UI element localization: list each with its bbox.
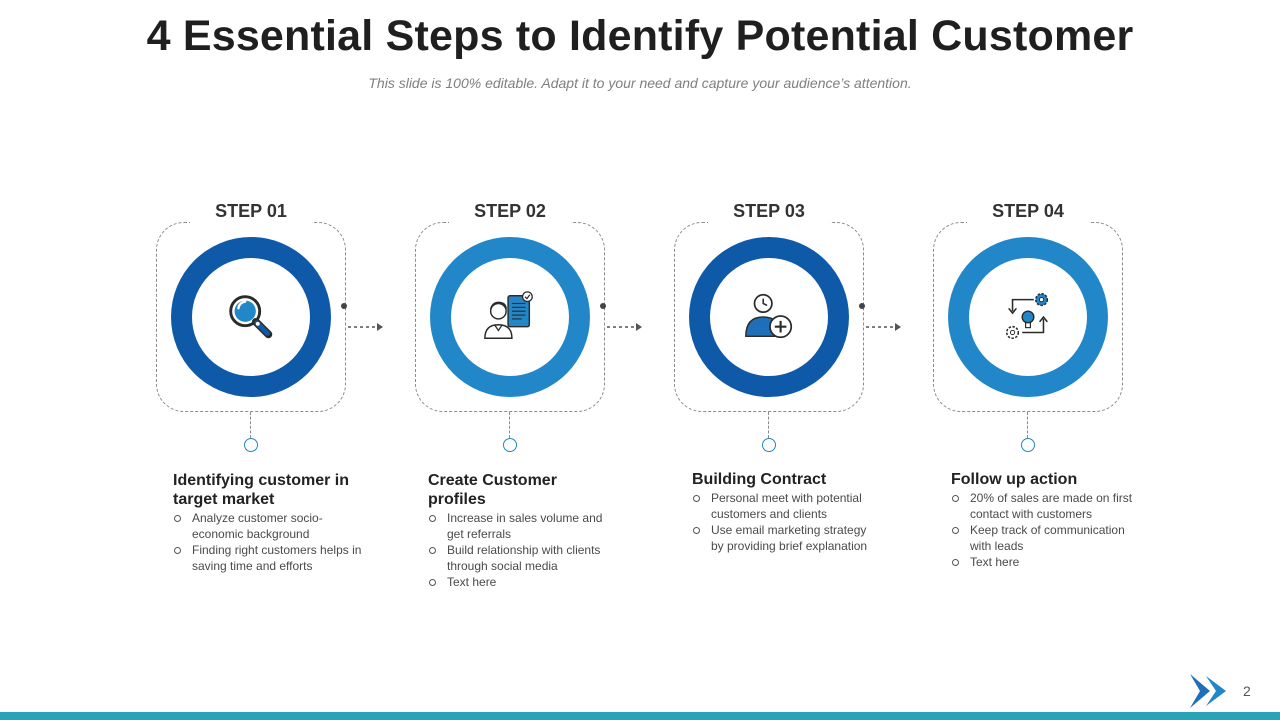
step-02-connector-dot bbox=[600, 303, 606, 309]
step-01-description: Identifying customer in target market An… bbox=[173, 471, 363, 574]
list-item: Personal meet with potential customers a… bbox=[692, 490, 872, 522]
step-04: STEP 04 bbox=[933, 0, 1173, 720]
chevron-logo-icon bbox=[1190, 674, 1226, 708]
step-01-marker bbox=[244, 438, 258, 452]
step-04-marker bbox=[1021, 438, 1035, 452]
step-04-vertical-connector bbox=[1027, 412, 1028, 438]
step-01-connector-dot bbox=[341, 303, 347, 309]
step-01-ring bbox=[171, 237, 331, 397]
step-03-vertical-connector bbox=[768, 412, 769, 438]
slide-subtitle: This slide is 100% editable. Adapt it to… bbox=[368, 75, 912, 91]
step-03-connector-dot bbox=[859, 303, 865, 309]
step-02-description: Create Customer profiles Increase in sal… bbox=[428, 471, 608, 590]
list-item: Text here bbox=[951, 554, 1141, 570]
step-02-marker bbox=[503, 438, 517, 452]
step-02-label: STEP 02 bbox=[474, 201, 546, 221]
step-02-points: Increase in sales volume and get referra… bbox=[428, 510, 608, 590]
list-item: Analyze customer socio-economic backgrou… bbox=[173, 510, 363, 542]
step-04-points: 20% of sales are made on first contact w… bbox=[951, 490, 1141, 570]
step-02: STEP 02 bbox=[415, 0, 655, 720]
list-item: Finding right customers helps in saving … bbox=[173, 542, 363, 574]
step-04-title: Follow up action bbox=[951, 471, 1078, 488]
step-02-vertical-connector bbox=[509, 412, 510, 438]
step-03-points: Personal meet with potential customers a… bbox=[692, 490, 872, 554]
customer-profile-icon bbox=[484, 291, 533, 339]
step-03-arrow-icon bbox=[866, 323, 901, 331]
list-item: Build relationship with clients through … bbox=[428, 542, 608, 574]
step-03-ring bbox=[689, 237, 849, 397]
step-01: STEP 01 bbox=[156, 0, 396, 720]
step-03-description: Building Contract Personal meet with pot… bbox=[692, 470, 872, 554]
magnifier-icon bbox=[229, 295, 273, 339]
step-02-title: Create Customer profiles bbox=[428, 472, 557, 508]
step-01-points: Analyze customer socio-economic backgrou… bbox=[173, 510, 363, 574]
step-03-marker bbox=[762, 438, 776, 452]
list-item: Text here bbox=[428, 574, 608, 590]
step-03-title: Building Contract bbox=[692, 471, 827, 488]
add-contact-icon bbox=[745, 293, 793, 339]
list-item: 20% of sales are made on first contact w… bbox=[951, 490, 1141, 522]
step-01-title: Identifying customer in target market bbox=[173, 472, 350, 508]
bottom-accent-bar bbox=[0, 712, 1280, 720]
step-01-arrow-icon bbox=[348, 323, 383, 331]
page-number: 2 bbox=[1243, 683, 1251, 699]
step-01-label: STEP 01 bbox=[215, 201, 287, 221]
step-04-label: STEP 04 bbox=[992, 201, 1064, 221]
step-04-description: Follow up action 20% of sales are made o… bbox=[951, 470, 1141, 570]
idea-gears-icon bbox=[1005, 293, 1049, 340]
step-04-ring bbox=[948, 237, 1108, 397]
step-03: STEP 03 bbox=[674, 0, 914, 720]
list-item: Increase in sales volume and get referra… bbox=[428, 510, 608, 542]
slide-title: 4 Essential Steps to Identify Potential … bbox=[146, 12, 1134, 60]
step-02-arrow-icon bbox=[607, 323, 642, 331]
list-item: Use email marketing strategy by providin… bbox=[692, 522, 872, 554]
step-03-label: STEP 03 bbox=[733, 201, 805, 221]
list-item: Keep track of communication with leads bbox=[951, 522, 1141, 554]
step-02-ring bbox=[430, 237, 590, 397]
step-01-vertical-connector bbox=[250, 412, 251, 438]
